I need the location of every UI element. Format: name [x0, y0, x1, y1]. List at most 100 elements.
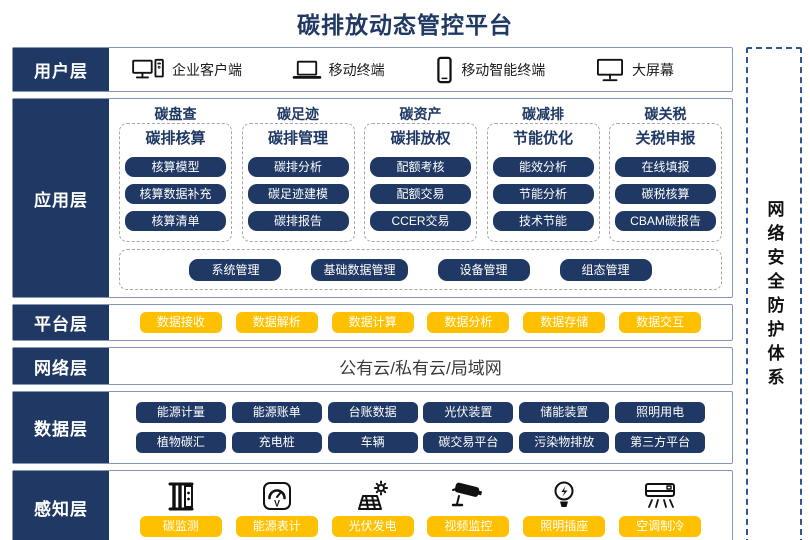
app-layer-body: 碳盘查 碳排核算 核算模型 核算数据补充 核算清单 碳足迹 碳排管理	[109, 99, 732, 297]
app-common-chip: 设备管理	[437, 258, 530, 281]
data-source-chip: 充电桩	[231, 432, 322, 453]
energy-meter-icon: V	[261, 476, 293, 512]
lightbulb-icon	[550, 476, 578, 512]
user-terminal-item: 大屏幕	[595, 57, 674, 83]
platform-layer-label: 平台层	[13, 305, 109, 340]
smartphone-icon	[434, 56, 454, 84]
user-terminal-label: 移动终端	[328, 61, 385, 78]
data-source-chip: 污染物排放	[519, 432, 610, 453]
user-layer-body: 企业客户端 移动终端	[109, 48, 732, 91]
sensing-item: 光伏发电	[331, 476, 414, 537]
data-row: 植物碳汇 充电桩 车辆 碳交易平台 污染物排放 第三方平台	[133, 432, 708, 453]
user-terminal-label: 企业客户端	[172, 61, 242, 78]
app-layer: 应用层 碳盘查 碳排核算 核算模型 核算数据补充 核算清单	[12, 98, 733, 298]
app-function-chip: 核算模型	[125, 157, 226, 177]
security-sidebar-label: 网络安全防护体系	[764, 200, 784, 392]
app-column-carbon-reduction: 碳减排 节能优化 能效分析 节能分析 技术节能	[486, 104, 600, 242]
app-module-box: 节能优化 能效分析 节能分析 技术节能	[486, 123, 600, 242]
data-layer: 数据层 能源计量 能源账单 台账数据 光伏装置 储能装置 照明用电 植物碳汇 充…	[12, 391, 733, 464]
data-source-chip: 储能装置	[519, 402, 610, 423]
data-layer-label: 数据层	[13, 392, 109, 463]
page-title: 碳排放动态管控平台	[297, 12, 513, 38]
data-source-chip: 能源计量	[135, 402, 226, 423]
platform-chip: 数据接收	[139, 312, 222, 333]
app-category: 碳足迹	[277, 106, 319, 122]
data-source-chip: 第三方平台	[615, 432, 706, 453]
data-source-chip: 台账数据	[327, 402, 418, 423]
app-column-carbon-asset: 碳资产 碳排放权 配额考核 配额交易 CCER交易	[364, 104, 477, 242]
sensing-layer: 感知层	[12, 470, 733, 540]
app-module-title: 关税申报	[635, 130, 696, 147]
app-module-title: 碳排核算	[145, 130, 206, 147]
sensing-item: 视频监控	[427, 476, 510, 537]
app-function-chip: 配额交易	[370, 184, 471, 204]
app-function-chip: 碳足迹建模	[247, 184, 349, 204]
sensing-item: 空调制冷	[619, 476, 702, 537]
platform-layer: 平台层 数据接收 数据解析 数据计算 数据分析 数据存储 数据交互	[12, 304, 733, 341]
app-function-chip: 技术节能	[492, 211, 594, 231]
user-terminal-item: 移动智能终端	[434, 56, 545, 84]
network-cloud-text: 公有云/私有云/局域网	[339, 358, 502, 378]
app-function-chip: CCER交易	[370, 211, 471, 231]
svg-text:V: V	[274, 498, 280, 508]
user-layer: 用户层 企业客户端	[12, 47, 733, 92]
sensing-chip: 视频监控	[427, 515, 510, 537]
network-layer: 网络层 公有云/私有云/局域网	[12, 347, 733, 385]
app-function-chip: 在线填报	[615, 157, 716, 177]
security-sidebar: 网络安全防护体系	[746, 47, 802, 540]
desktop-icon	[131, 57, 165, 83]
data-source-chip: 碳交易平台	[423, 432, 514, 453]
app-category: 碳关税	[644, 106, 687, 122]
sensing-chip: 碳监测	[139, 515, 222, 537]
platform-chip: 数据计算	[331, 312, 414, 333]
app-common-chip: 系统管理	[189, 258, 282, 281]
app-function-chip: 核算清单	[125, 211, 226, 231]
app-module-box: 关税申报 在线填报 碳税核算 CBAM碳报告	[609, 123, 722, 242]
screen-icon	[595, 57, 625, 83]
app-function-chip: CBAM碳报告	[615, 211, 716, 231]
data-source-chip: 植物碳汇	[135, 432, 226, 453]
app-common-chip: 基础数据管理	[311, 258, 408, 281]
user-terminal-label: 移动智能终端	[461, 61, 546, 78]
data-source-chip: 车辆	[327, 432, 418, 453]
cctv-camera-icon	[450, 476, 486, 512]
solar-panel-icon	[356, 476, 390, 512]
data-row: 能源计量 能源账单 台账数据 光伏装置 储能装置 照明用电	[133, 402, 708, 423]
user-terminal-item: 企业客户端	[131, 57, 242, 83]
app-function-chip: 碳税核算	[615, 184, 716, 204]
carbon-monitor-icon	[166, 476, 196, 512]
sensing-chip: 光伏发电	[331, 515, 414, 537]
app-module-box: 碳排放权 配额考核 配额交易 CCER交易	[364, 123, 477, 242]
platform-chip: 数据分析	[427, 312, 510, 333]
app-module-box: 碳排核算 核算模型 核算数据补充 核算清单	[119, 123, 232, 242]
app-module-box: 碳排管理 碳排分析 碳足迹建模 碳排报告	[241, 123, 355, 242]
app-category: 碳盘查	[154, 106, 197, 122]
app-column-carbon-inventory: 碳盘查 碳排核算 核算模型 核算数据补充 核算清单	[119, 104, 232, 242]
app-function-chip: 能效分析	[492, 157, 594, 177]
user-layer-label: 用户层	[13, 48, 109, 91]
data-source-chip: 照明用电	[615, 402, 706, 423]
sensing-chip: 照明插座	[523, 515, 606, 537]
app-module-title: 碳排管理	[267, 130, 328, 147]
app-category: 碳减排	[522, 106, 564, 122]
app-column-carbon-footprint: 碳足迹 碳排管理 碳排分析 碳足迹建模 碳排报告	[241, 104, 355, 242]
app-function-chip: 节能分析	[492, 184, 594, 204]
app-common-box: 系统管理 基础数据管理 设备管理 组态管理	[119, 249, 722, 290]
app-module-title: 碳排放权	[390, 130, 451, 147]
data-source-chip: 光伏装置	[423, 402, 514, 423]
sensing-item: V 能源表计	[235, 476, 318, 537]
app-function-chip: 碳排报告	[247, 211, 349, 231]
platform-chip: 数据交互	[619, 312, 702, 333]
network-layer-label: 网络层	[13, 348, 109, 384]
sensing-chip: 能源表计	[235, 515, 318, 537]
sensing-chip: 空调制冷	[619, 515, 702, 537]
app-column-carbon-tariff: 碳关税 关税申报 在线填报 碳税核算 CBAM碳报告	[609, 104, 722, 242]
air-conditioner-icon	[642, 476, 678, 512]
platform-chip: 数据解析	[235, 312, 318, 333]
sensing-layer-body: 碳监测 V 能源表计	[109, 471, 732, 540]
app-category: 碳资产	[399, 106, 442, 122]
app-function-chip: 碳排分析	[247, 157, 349, 177]
platform-chip: 数据存储	[523, 312, 606, 333]
sensing-item: 碳监测	[139, 476, 222, 537]
